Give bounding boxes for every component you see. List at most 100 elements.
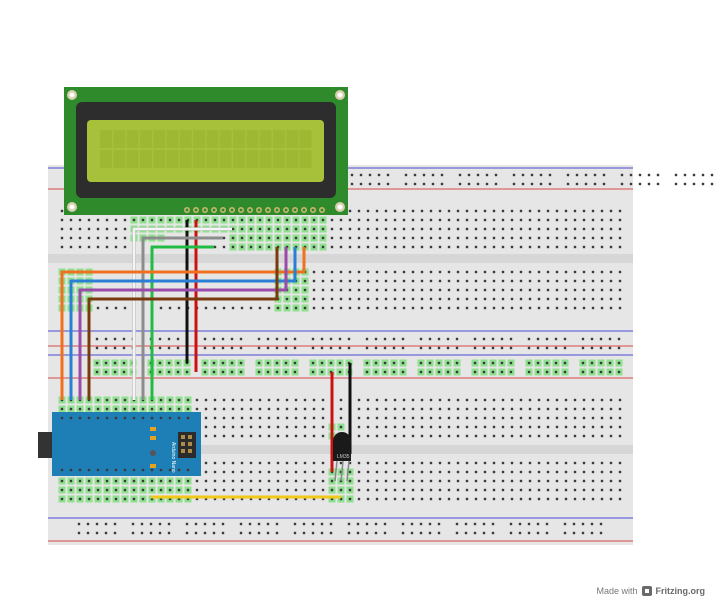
hole <box>393 416 397 420</box>
hole <box>555 288 559 292</box>
hole <box>420 209 424 213</box>
credit-prefix: Made with <box>596 586 638 596</box>
hole <box>96 497 100 501</box>
hole <box>348 461 352 465</box>
hole <box>105 245 109 249</box>
hole <box>564 245 568 249</box>
hole <box>275 337 279 341</box>
hole <box>357 279 361 283</box>
lcd-pin-center <box>239 208 243 212</box>
lcd-pin-center <box>293 208 297 212</box>
hole <box>501 279 505 283</box>
hole <box>221 522 225 526</box>
hole <box>618 297 622 301</box>
hole <box>168 488 172 492</box>
hole <box>609 288 613 292</box>
hole <box>590 346 594 350</box>
hole <box>647 182 651 186</box>
hole <box>95 346 99 350</box>
hole <box>509 370 513 374</box>
hole <box>545 522 549 526</box>
hole <box>474 398 478 402</box>
hole <box>492 470 496 474</box>
hole <box>564 236 568 240</box>
hole <box>60 236 64 240</box>
hole <box>410 522 414 526</box>
hole <box>393 479 397 483</box>
hole <box>555 434 559 438</box>
hole <box>510 236 514 240</box>
hole <box>384 461 388 465</box>
hole <box>393 497 397 501</box>
hole <box>365 522 369 526</box>
hole <box>357 479 361 483</box>
hole <box>366 407 370 411</box>
hole <box>114 398 118 402</box>
hole <box>483 245 487 249</box>
lcd-pin-center <box>212 208 216 212</box>
hole <box>366 416 370 420</box>
hole <box>483 279 487 283</box>
hole <box>420 306 424 310</box>
hole <box>150 468 154 472</box>
hole <box>510 479 514 483</box>
hole <box>581 531 585 535</box>
hole <box>429 488 433 492</box>
sensor-body <box>333 432 351 461</box>
hole <box>564 270 568 274</box>
hole <box>546 279 550 283</box>
hole <box>321 288 325 292</box>
hole <box>249 416 253 420</box>
hole <box>566 173 570 177</box>
hole <box>275 531 279 535</box>
hole <box>536 346 540 350</box>
hole <box>599 531 603 535</box>
hole <box>537 236 541 240</box>
hole <box>465 288 469 292</box>
hole <box>366 425 370 429</box>
hole <box>159 497 163 501</box>
hole <box>402 209 406 213</box>
hole <box>438 270 442 274</box>
hole <box>476 182 480 186</box>
hole <box>249 407 253 411</box>
hole <box>114 236 118 240</box>
hole <box>194 522 198 526</box>
hole <box>249 227 253 231</box>
hole <box>440 182 444 186</box>
hole <box>528 245 532 249</box>
lcd-char-cell <box>100 130 112 148</box>
hole <box>186 468 190 472</box>
hole <box>456 297 460 301</box>
hole <box>195 488 199 492</box>
hole <box>609 434 613 438</box>
hole <box>528 279 532 283</box>
hole <box>510 245 514 249</box>
hole <box>60 245 64 249</box>
hole <box>590 361 594 365</box>
hole <box>456 488 460 492</box>
hole <box>321 245 325 249</box>
hole <box>321 306 325 310</box>
hole <box>276 479 280 483</box>
hole <box>600 461 604 465</box>
hole <box>186 407 190 411</box>
hole <box>240 488 244 492</box>
hole <box>311 361 315 365</box>
hole <box>530 182 534 186</box>
hole <box>474 425 478 429</box>
hole <box>494 173 498 177</box>
hole <box>258 470 262 474</box>
hole <box>411 279 415 283</box>
hole <box>501 416 505 420</box>
hole <box>483 416 487 420</box>
hole <box>78 488 82 492</box>
lcd-pin-center <box>320 208 324 212</box>
hole <box>329 361 333 365</box>
hole <box>113 346 117 350</box>
hole <box>401 346 405 350</box>
hole <box>546 236 550 240</box>
hole <box>483 297 487 301</box>
hole <box>591 407 595 411</box>
hole <box>591 488 595 492</box>
